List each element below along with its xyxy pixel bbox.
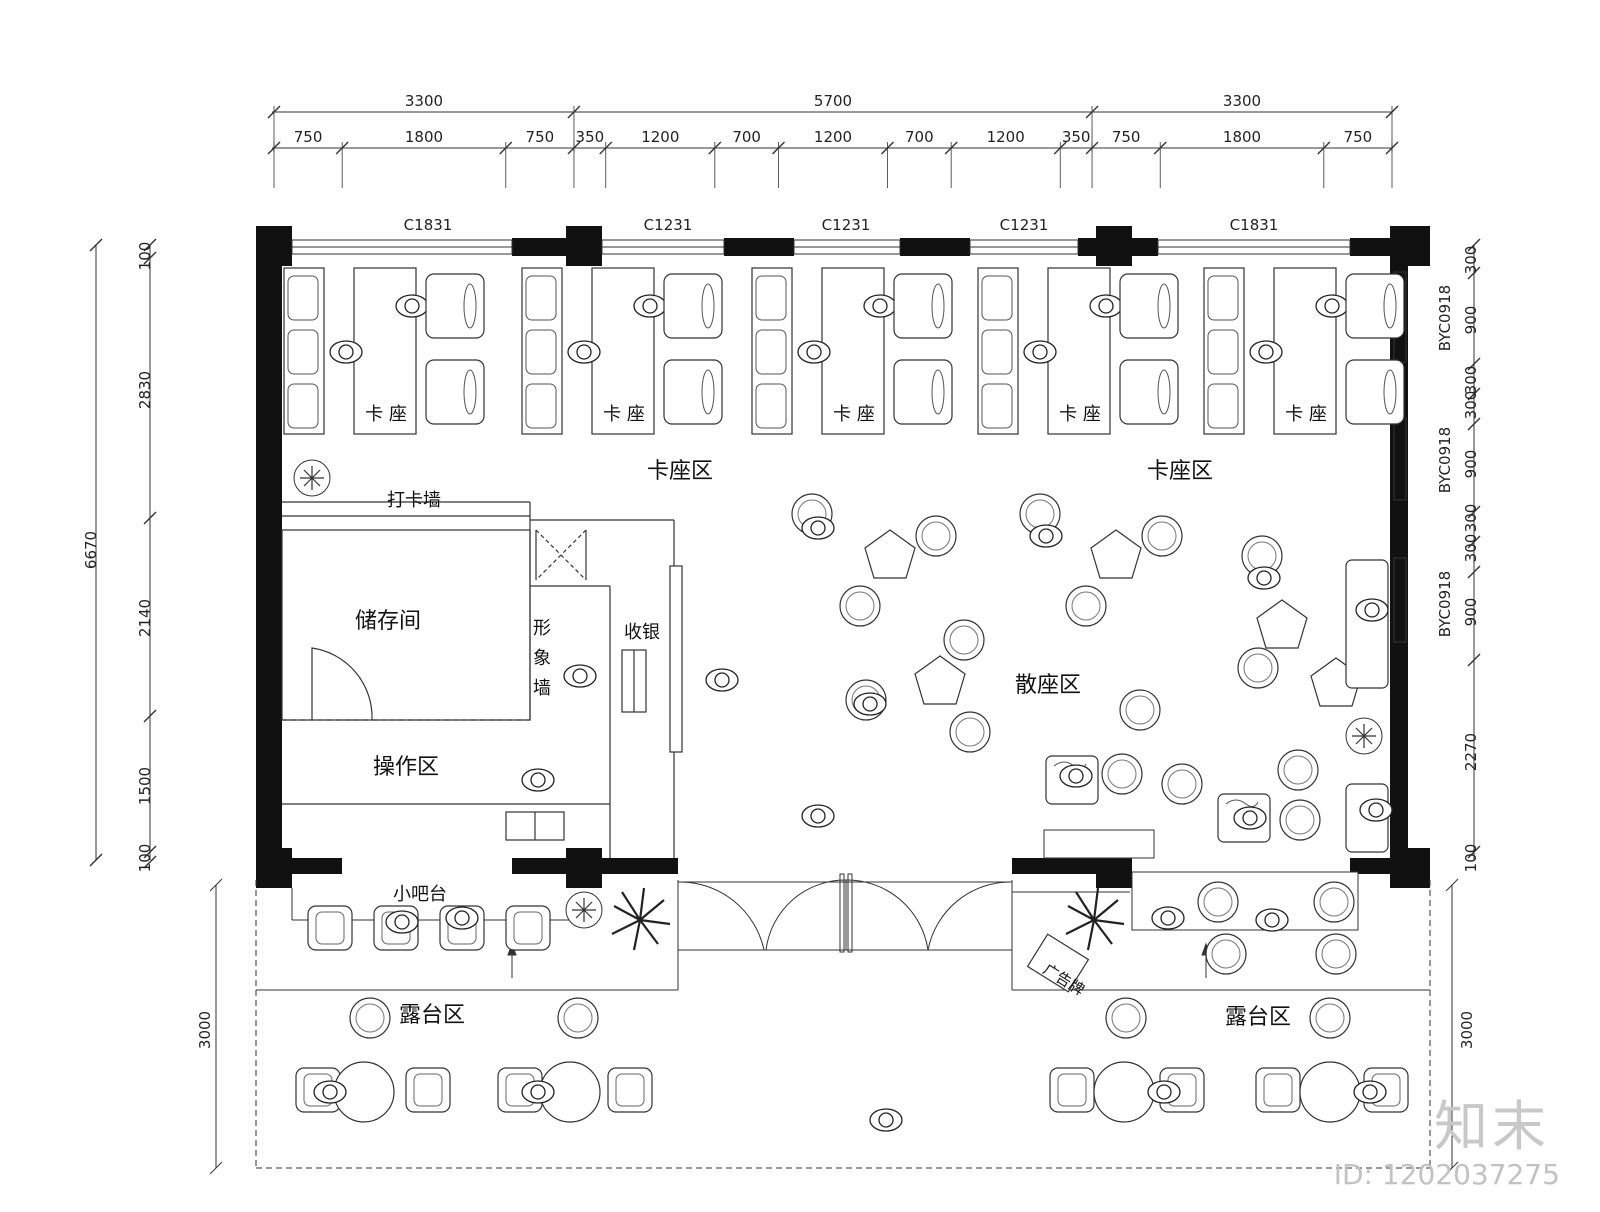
label-booth-2: 卡 座 [603,404,645,425]
dim-right-10: 100 [1462,844,1480,873]
brand-watermark: 知末 [1434,1095,1550,1158]
terrace-furniture [295,881,1409,1132]
dim-left-2: 2830 [136,371,154,409]
loose-seating-furniture [293,459,1393,853]
dim-right-4: 300 [1462,391,1480,420]
dim-top-detail-7: 1200 [814,128,852,146]
dim-top-detail-6: 700 [732,128,761,146]
window-label-4: C1231 [1000,216,1049,234]
label-cashier: 收银 [624,622,660,643]
dim-top-detail-2: 1800 [405,128,443,146]
dim-top-detail-9: 1200 [987,128,1025,146]
dim-top-detail-1: 750 [294,128,323,146]
booth-unit: 卡 座 [283,267,485,435]
booth-unit: 卡 座 [977,267,1179,435]
label-booth-4: 卡 座 [1059,404,1101,425]
label-image-wall-3: 墙 [533,678,551,699]
label-terrace-right: 露台区 [1225,1005,1291,1030]
label-operation: 操作区 [373,755,439,780]
dim-terrace-left: 3000 [196,1011,214,1049]
booth-unit: 卡 座 [521,267,723,435]
booth-unit: 卡 座 [1203,267,1405,435]
dim-top-detail-11: 750 [1112,128,1141,146]
label-image-wall-2: 象 [533,648,551,669]
label-loose-seating: 散座区 [1015,673,1081,698]
dim-left-4: 1500 [136,767,154,805]
label-checkin-wall: 打卡墙 [387,490,441,511]
dim-right-6: 300 [1462,504,1480,533]
right-window-label-3: BYC0918 [1436,571,1454,637]
dim-top-detail-12: 1800 [1223,128,1261,146]
label-image-wall-1: 形 [533,618,551,639]
dim-right-9: 2270 [1462,733,1480,771]
dim-right-8: 900 [1462,598,1480,627]
main-door [677,873,1013,953]
terrace-outline [255,829,1431,1169]
label-booth-zone-left: 卡座区 [647,459,713,484]
dim-top-detail-3: 750 [526,128,555,146]
dim-top-detail-5: 1200 [641,128,679,146]
label-booth-3: 卡 座 [833,404,875,425]
right-window-label-2: BYC0918 [1436,427,1454,493]
dim-right-1: 300 [1462,246,1480,275]
dim-left-1: 100 [136,242,154,271]
dim-left-total: 6670 [82,531,100,569]
dim-top-total-1: 3300 [405,92,443,110]
right-window-label-1: BYC0918 [1436,285,1454,351]
window-label-1: C1831 [404,216,453,234]
dim-left-5: 100 [136,844,154,873]
window-label-3: C1231 [822,216,871,234]
label-booth-5: 卡 座 [1285,404,1327,425]
dim-left-3: 2140 [136,599,154,637]
dim-top-detail-4: 350 [576,128,605,146]
interior-partitions [281,501,683,858]
dim-right-3: 300 [1462,366,1480,395]
booth-seating: 卡 座卡 座卡 座卡 座卡 座 [283,267,1405,435]
window-label-5: C1831 [1230,216,1279,234]
label-storage: 储存间 [355,609,421,634]
dim-terrace-right: 3000 [1458,1011,1476,1049]
label-booth-1: 卡 座 [365,404,407,425]
window-label-2: C1231 [644,216,693,234]
dim-right-7: 300 [1462,534,1480,563]
label-mini-bar: 小吧台 [393,884,447,905]
dim-top-detail-8: 700 [905,128,934,146]
dim-right-5: 900 [1462,450,1480,479]
dim-top-total-3: 3300 [1223,92,1261,110]
dim-top-detail-13: 750 [1344,128,1373,146]
dim-right-2: 900 [1462,306,1480,335]
label-terrace-left: 露台区 [399,1003,465,1028]
dim-top-total-2: 5700 [814,92,852,110]
image-id: ID: 1202037275 [1333,1158,1560,1191]
dim-top-detail-10: 350 [1062,128,1091,146]
booth-unit: 卡 座 [751,267,953,435]
top-windows [291,239,1351,255]
label-booth-zone-right: 卡座区 [1147,459,1213,484]
billboard [1026,933,1090,993]
